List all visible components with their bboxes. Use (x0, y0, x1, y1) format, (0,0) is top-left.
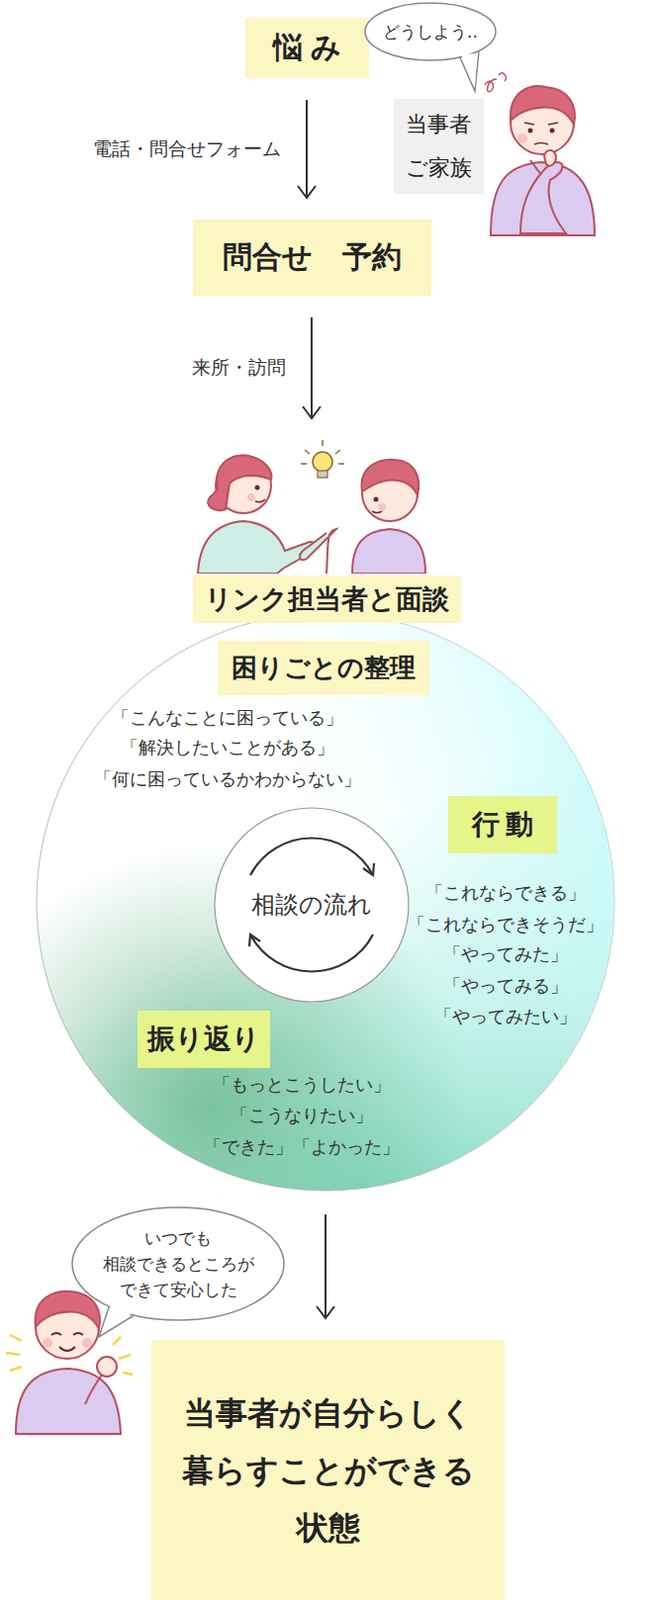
svg-part (72, 1208, 284, 1321)
svg-part (484, 73, 506, 93)
quote-text: 「やってみたい」 (434, 1005, 577, 1029)
quote-text: 「もっとこうしたい」 (212, 1073, 391, 1098)
svg-part (317, 470, 328, 478)
svg-part (82, 1338, 93, 1349)
connector-line (305, 99, 308, 198)
svg-part (461, 53, 477, 88)
svg-part (544, 150, 557, 167)
problem-box: 悩み (245, 17, 370, 79)
node-text: 行動 (471, 806, 540, 844)
svg-part (96, 1357, 117, 1378)
node-text: 困りごとの整理 (231, 651, 416, 686)
organize-box: 困りごとの整理 (217, 641, 430, 696)
arrow-head (297, 186, 316, 198)
quote-text: 「こうなりたい」 (230, 1104, 374, 1128)
node-text: どうしよう.. (382, 20, 478, 44)
svg-part (300, 440, 345, 465)
speech-bubble: どうしよう.. (364, 1, 497, 62)
meeting-illustration (178, 440, 475, 574)
worried-person (480, 65, 605, 236)
quote-text: 「やってみた」 (443, 942, 568, 967)
svg-part (365, 2, 496, 61)
svg-part (101, 1300, 138, 1333)
quote-text: 「これならできそうだ」 (407, 913, 604, 937)
svg-part (312, 452, 333, 472)
svg-part (362, 460, 420, 496)
svg-part (373, 497, 379, 503)
node-text: 当事者 ご家族 (405, 102, 472, 190)
svg-part (363, 863, 374, 876)
cycle-center: 相談の流れ (212, 806, 411, 1005)
node-text: 相談の流れ (251, 889, 373, 922)
svg-part (197, 521, 315, 574)
node-text: いつでも 相談できるところが できて安心した (102, 1225, 255, 1304)
svg-part (534, 143, 549, 146)
svg-part (15, 1369, 121, 1435)
svg-part (550, 128, 556, 134)
svg-part (517, 133, 528, 144)
svg-part (490, 162, 595, 236)
svg-part (255, 499, 266, 503)
node-text: 当事者が自分らしく 暮らすことができる 状態 (182, 1385, 475, 1558)
svg-part (214, 808, 409, 1003)
quote-text: 「これならできる」 (425, 881, 586, 906)
goal-box: 当事者が自分らしく 暮らすことができる 状態 (151, 1340, 505, 1600)
edge-label: 電話・問合せフォーム (91, 136, 283, 163)
connector (302, 317, 321, 419)
svg-part (250, 838, 374, 876)
svg-part (5, 1335, 133, 1376)
svg-part (372, 511, 382, 514)
review-box: 振り返り (137, 1011, 271, 1069)
svg-part (352, 529, 426, 574)
cycle-circle: 「こんなことに困っている」「解決したいことがある」「何に困っているかわからない」… (34, 611, 617, 1194)
svg-part (42, 1338, 53, 1349)
svg-part (524, 122, 559, 125)
speech-bubble: いつでも 相談できるところが できて安心した (71, 1207, 285, 1322)
svg-part (36, 613, 615, 1192)
svg-part (255, 485, 261, 491)
quote-text: 「何に困っているかわからない」 (93, 767, 362, 792)
arrow-head (316, 1306, 335, 1319)
quote-text: 「やってみる」 (443, 974, 568, 999)
interview-block: リンク担当者と面談 (178, 440, 475, 624)
svg-part (520, 162, 566, 234)
svg-part (36, 613, 615, 1192)
contact-box: 問合せ 予約 (192, 219, 432, 296)
svg-part (51, 1333, 84, 1336)
connector (316, 1214, 335, 1319)
connector-line (324, 1214, 327, 1319)
svg-part (299, 529, 337, 574)
node-text: 問合せ 予約 (222, 237, 402, 279)
person-tag: 当事者 ご家族 (393, 98, 484, 194)
svg-part (249, 934, 261, 947)
connector-line (310, 317, 313, 419)
svg-part (36, 613, 615, 1192)
arrow-head (302, 406, 321, 419)
svg-part (510, 86, 575, 125)
connector (297, 99, 316, 198)
action-box: 行動 (448, 796, 558, 854)
node-text: 振り返り (147, 1021, 261, 1059)
quote-text: 「解決したいことがある」 (120, 736, 335, 760)
node-text: リンク担当者と面談 (192, 575, 462, 624)
svg-part (59, 1347, 76, 1352)
svg-part (207, 455, 272, 511)
quote-text: 「こんなことに困っている」 (111, 706, 344, 731)
svg-part (377, 503, 386, 512)
svg-part (35, 1292, 100, 1330)
svg-part (528, 128, 534, 134)
svg-part (247, 493, 256, 502)
svg-part (250, 934, 374, 973)
node-text: 悩み (273, 27, 350, 69)
quote-text: 「できた」「よかった」 (203, 1135, 400, 1160)
edge-label: 来所・訪問 (189, 355, 288, 381)
